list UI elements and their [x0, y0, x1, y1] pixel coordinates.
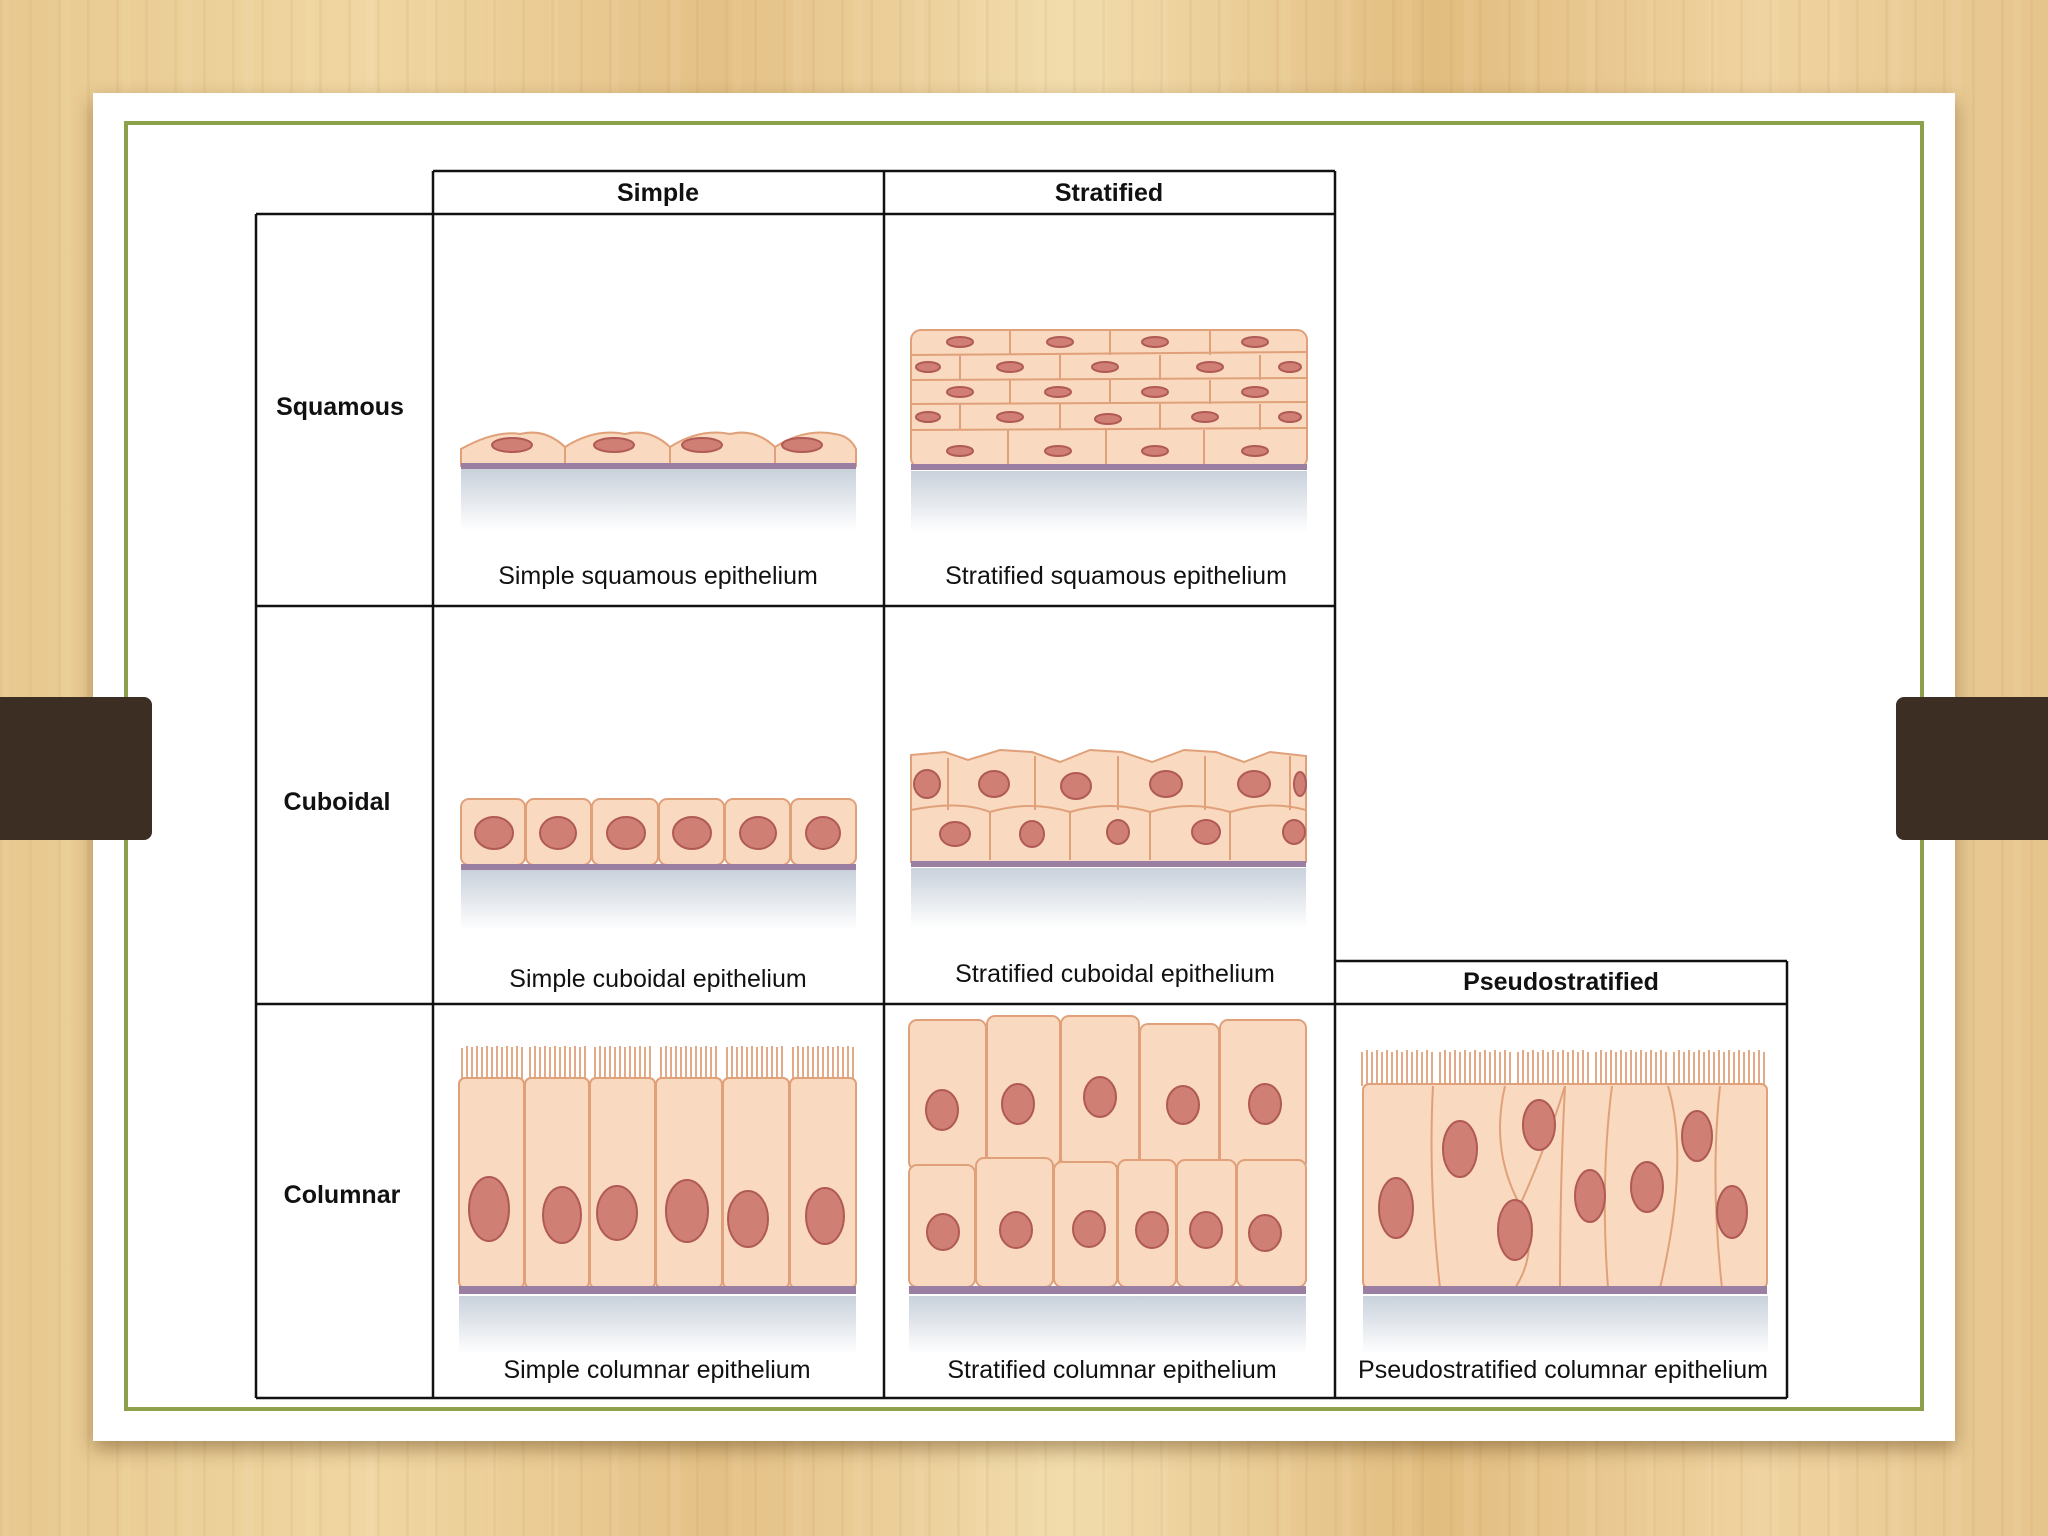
simple-cuboidal-illustration	[460, 798, 857, 930]
stratified-squamous-illustration	[910, 329, 1308, 533]
header-pseudostratified: Pseudostratified	[1463, 968, 1659, 996]
pseudostratified-columnar-illustration	[1361, 1050, 1768, 1354]
simple-squamous-illustration	[460, 431, 857, 531]
stratified-columnar-illustration	[908, 1015, 1307, 1354]
caption-stratified-cuboidal: Stratified cuboidal epithelium	[955, 960, 1275, 988]
row-label-squamous: Squamous	[276, 393, 404, 421]
caption-stratified-columnar: Stratified columnar epithelium	[947, 1356, 1276, 1384]
simple-columnar-illustration	[458, 1046, 857, 1354]
header-stratified: Stratified	[1055, 179, 1163, 207]
table-grid	[254, 169, 1789, 1400]
caption-simple-squamous: Simple squamous epithelium	[498, 562, 818, 590]
right-binder-clip	[1896, 697, 2048, 840]
caption-pseudostratified-columnar: Pseudostratified columnar epithelium	[1358, 1356, 1768, 1384]
caption-simple-cuboidal: Simple cuboidal epithelium	[509, 965, 806, 993]
left-binder-clip	[0, 697, 152, 840]
stratified-cuboidal-illustration	[910, 748, 1307, 928]
row-label-cuboidal: Cuboidal	[284, 788, 391, 816]
caption-stratified-squamous: Stratified squamous epithelium	[945, 562, 1287, 590]
header-simple: Simple	[617, 179, 699, 207]
row-label-columnar: Columnar	[284, 1181, 401, 1209]
caption-simple-columnar: Simple columnar epithelium	[503, 1356, 810, 1384]
